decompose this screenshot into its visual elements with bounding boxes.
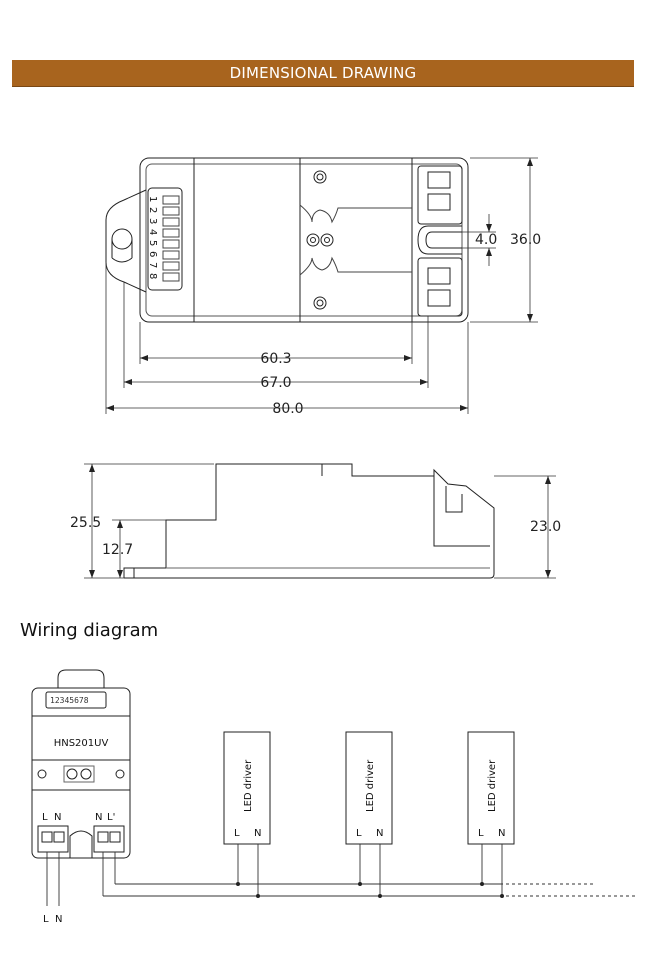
dip-label-2: 2	[147, 207, 158, 213]
dip-switch	[147, 187, 183, 291]
dip-label-8: 8	[147, 273, 158, 279]
driver-1-terminal-n: N	[254, 828, 261, 839]
dip-label-3: 3	[147, 218, 158, 224]
section-header: DIMENSIONAL DRAWING	[12, 60, 634, 87]
dip-label-1: 1	[147, 196, 158, 202]
device-terminal-n: N	[54, 812, 61, 823]
dim-25-5: 25.5	[70, 515, 101, 531]
dim-4-0: 4.0	[475, 232, 497, 248]
supply-label-l: L	[43, 914, 49, 925]
device-terminal-n-out: N	[95, 812, 102, 823]
dip-label-6: 6	[147, 251, 158, 257]
dim-36-0: 36.0	[510, 232, 541, 248]
wiring-diagram-title: Wiring diagram	[20, 620, 159, 641]
dim-12-7: 12.7	[102, 542, 133, 558]
top-view-labels: 60.3 67.0 80.0 36.0 4.0 1 2 3 4 5 6 7 8	[147, 196, 541, 417]
section-title: DIMENSIONAL DRAWING	[229, 64, 417, 82]
driver-2-label: LED driver	[365, 759, 376, 812]
dim-67-0: 67.0	[260, 375, 291, 391]
driver-2-terminal-l: L	[356, 828, 362, 839]
driver-1-label: LED driver	[243, 759, 254, 812]
dim-60-3: 60.3	[260, 351, 291, 367]
wiring-labels: 12345678 HNS201UV L N N L' L N LED drive…	[42, 696, 505, 925]
top-view-dimensions	[105, 157, 538, 414]
dim-23-0: 23.0	[530, 519, 561, 535]
driver-3-terminal-l: L	[478, 828, 484, 839]
led-driver-1	[223, 731, 271, 845]
device-dip-text: 12345678	[50, 696, 89, 705]
driver-1-terminal-l: L	[234, 828, 240, 839]
driver-3-label: LED driver	[487, 759, 498, 812]
side-view-drawing	[123, 463, 495, 579]
device-terminal-l-out: L'	[107, 812, 115, 823]
device-body	[31, 687, 131, 859]
driver-2-terminal-n: N	[376, 828, 383, 839]
side-view-labels: 25.5 12.7 23.0	[70, 515, 561, 558]
dim-80-0: 80.0	[272, 401, 303, 417]
supply-label-n: N	[55, 914, 62, 925]
led-driver-2	[345, 731, 393, 845]
top-view-drawing	[105, 157, 469, 323]
wiring-lines	[46, 844, 638, 906]
device-model: HNS201UV	[54, 738, 109, 749]
dip-label-7: 7	[147, 262, 158, 268]
side-view-dimensions	[84, 463, 556, 579]
led-driver-3	[467, 731, 515, 845]
driver-3-terminal-n: N	[498, 828, 505, 839]
dip-labels: 1 2 3 4 5 6 7 8	[147, 196, 158, 279]
housing-outline	[139, 157, 469, 323]
sensor-device	[31, 669, 131, 859]
dip-label-4: 4	[147, 229, 158, 235]
dip-label-5: 5	[147, 240, 158, 246]
device-terminal-l: L	[42, 812, 48, 823]
